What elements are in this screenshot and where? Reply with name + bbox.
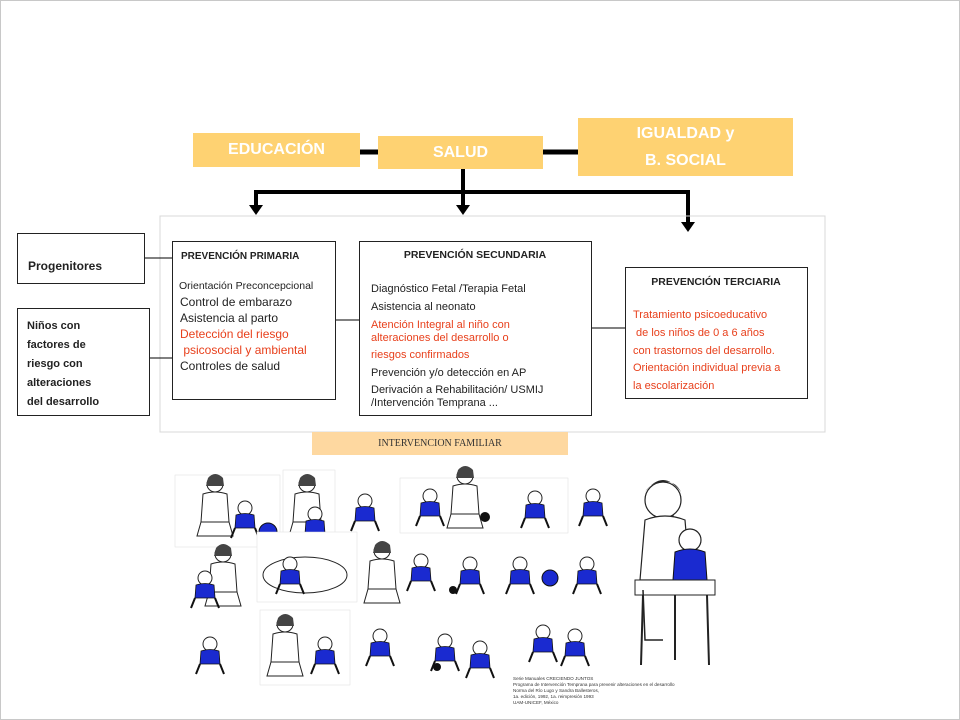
- secundaria-item: Atención Integral al niño con: [371, 319, 510, 331]
- prevencion-secundaria-title: PREVENCIÓN SECUNDARIA: [403, 249, 547, 261]
- credit-line: UAM-UNICEF, México: [513, 700, 559, 705]
- prevencion-secundaria-box: PREVENCIÓN SECUNDARIA Diagnóstico Fetal …: [359, 241, 592, 416]
- terciaria-item: la escolarización: [633, 380, 715, 392]
- prevencion-terciaria-title: PREVENCIÓN TERCIARIA: [651, 276, 781, 288]
- secundaria-item: riesgos confirmados: [371, 349, 470, 361]
- terciaria-item: Orientación individual previa a: [633, 362, 781, 374]
- sector-igualdad-line1: IGUALDAD y: [636, 125, 735, 142]
- credit-line: 1a. edición, 1992, 1a. reimpresión 1993: [513, 694, 594, 699]
- terciaria-item: con trastornos del desarrollo.: [633, 345, 775, 357]
- credit-line: Norma del Río Lugo y Sandra Ballesteros,: [513, 688, 600, 693]
- sector-educacion-label: EDUCACIÓN: [228, 141, 325, 158]
- ninos-line: Niños con: [27, 320, 81, 332]
- credit-line: Programa de Intervención Temprana para p…: [513, 682, 675, 687]
- credit-line: Serie Manuales CRECIENDO JUNTOS: [513, 676, 594, 681]
- progenitores-label: Progenitores: [28, 259, 103, 273]
- ninos-riesgo-text: Niños con factores de riesgo con alterac…: [27, 317, 99, 412]
- secundaria-item: alteraciones del desarrollo o: [371, 332, 509, 344]
- sector-salud-label: SALUD: [432, 143, 489, 161]
- ninos-line: alteraciones: [27, 377, 92, 389]
- primaria-item: Detección del riesgo: [180, 327, 289, 341]
- secundaria-item: Prevención y/o detección en AP: [371, 367, 527, 379]
- ninos-line: del desarrollo: [27, 396, 100, 408]
- primaria-item: psicosocial y ambiental: [180, 343, 307, 357]
- intervencion-familiar-bar: INTERVENCION FAMILIAR: [312, 432, 568, 455]
- terciaria-item: de los niños de 0 a 6 años: [633, 327, 765, 339]
- primaria-item: Orientación Preconcepcional: [179, 280, 314, 292]
- ninos-line: riesgo con: [27, 358, 83, 370]
- primaria-item: Asistencia al parto: [180, 311, 279, 325]
- sector-igualdad: IGUALDAD y B. SOCIAL: [578, 118, 793, 176]
- sector-educacion: EDUCACIÓN: [193, 133, 360, 167]
- secundaria-item: Diagnóstico Fetal /Terapia Fetal: [371, 283, 526, 295]
- prevencion-primaria-title: PREVENCIÓN PRIMARIA: [181, 251, 300, 262]
- clipart-scenes: [174, 465, 727, 686]
- prevencion-terciaria-box: PREVENCIÓN TERCIARIA Tratamiento psicoed…: [625, 267, 808, 399]
- prevencion-primaria-box: PREVENCIÓN PRIMARIA Orientación Preconce…: [172, 241, 336, 400]
- terciaria-item: Tratamiento psicoeducativo: [633, 309, 768, 321]
- primaria-item: Control de embarazo: [180, 295, 293, 309]
- secundaria-item: Asistencia al neonato: [371, 301, 476, 313]
- intervencion-familiar-label: INTERVENCION FAMILIAR: [378, 438, 502, 449]
- primaria-item: Controles de salud: [180, 359, 281, 373]
- ninos-riesgo-box: Niños con factores de riesgo con alterac…: [17, 308, 150, 416]
- secundaria-item: Derivación a Rehabilitación/ USMIJ: [371, 384, 544, 396]
- sector-salud: SALUD: [378, 136, 543, 169]
- ninos-line: factores de: [27, 339, 86, 351]
- progenitores-box: Progenitores: [17, 233, 145, 284]
- secundaria-item: /Intervención Temprana ...: [371, 397, 498, 409]
- sector-igualdad-line2: B. SOCIAL: [645, 152, 726, 169]
- illustration-collage: [174, 465, 730, 686]
